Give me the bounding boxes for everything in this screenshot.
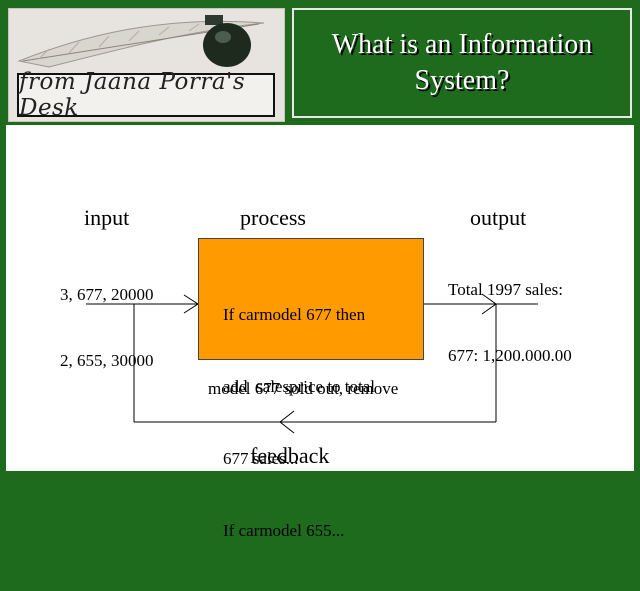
feedback-arrowhead (279, 410, 295, 434)
title-frame: What is an Information System? (292, 8, 632, 118)
process-line: add salesprice to total (223, 377, 376, 396)
logo: from Jaana Porra's Desk (8, 8, 285, 122)
flow-diagram (86, 293, 538, 434)
feedback-label: feedback (250, 443, 330, 468)
process-line: If carmodel 655... (223, 521, 345, 540)
input-value-line: 3, 677, 20000 (60, 285, 154, 304)
input-label: input (84, 205, 130, 230)
inkwell-icon (203, 15, 251, 67)
process-line: If carmodel 677 then (223, 305, 366, 324)
slide-header: from Jaana Porra's Desk What is an Infor… (0, 0, 640, 122)
output-value-line: Total 1997 sales: (448, 280, 563, 299)
diagram-panel: input process output 3, 677, 20000 2, 65… (6, 125, 634, 540)
process-label: process (240, 205, 306, 230)
logo-illustration (17, 15, 265, 68)
output-label: output (470, 205, 527, 230)
logo-text: from Jaana Porra's Desk (19, 69, 246, 121)
input-values: 3, 677, 20000 2, 655, 30000 (60, 240, 154, 416)
feedback-note: model 677 sold out, remove (208, 379, 399, 398)
output-values: Total 1997 sales: 677: 1,200.000.00 (448, 235, 572, 411)
input-value-line: 2, 655, 30000 (60, 351, 154, 370)
process-box: If carmodel 677 then add salesprice to t… (198, 238, 424, 540)
logo-banner: from Jaana Porra's Desk (17, 69, 275, 121)
output-value-line: 677: 1,200.000.00 (448, 346, 572, 365)
slide-title: What is an Information System? (331, 29, 593, 96)
process-line: 677 sales... (223, 449, 299, 468)
process-text: If carmodel 677 then add salesprice to t… (223, 255, 375, 591)
